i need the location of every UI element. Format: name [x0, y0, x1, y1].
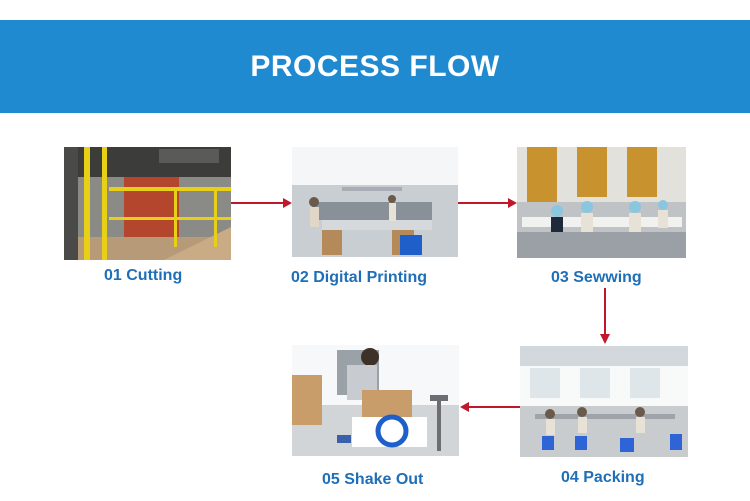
page-title: PROCESS FLOW	[250, 49, 500, 83]
step-5-photo	[292, 345, 459, 456]
title-banner: PROCESS FLOW	[0, 20, 750, 113]
step-5-label: 05 Shake Out	[322, 471, 424, 488]
arrow-3-to-4	[600, 288, 610, 344]
step-1-photo	[64, 147, 231, 260]
step-3-photo	[517, 147, 686, 258]
arrow-4-to-5	[460, 402, 520, 412]
arrow-2-to-3	[458, 198, 517, 208]
arrow-1-to-2	[231, 198, 292, 208]
step-4-label: 04 Packing	[561, 469, 645, 486]
step-2-photo	[292, 147, 458, 257]
step-1-label: 01 Cutting	[104, 267, 183, 284]
step-4-photo	[520, 346, 688, 457]
step-3-label: 03 Sewwing	[551, 269, 642, 286]
step-2-label: 02 Digital Printing	[291, 269, 428, 286]
